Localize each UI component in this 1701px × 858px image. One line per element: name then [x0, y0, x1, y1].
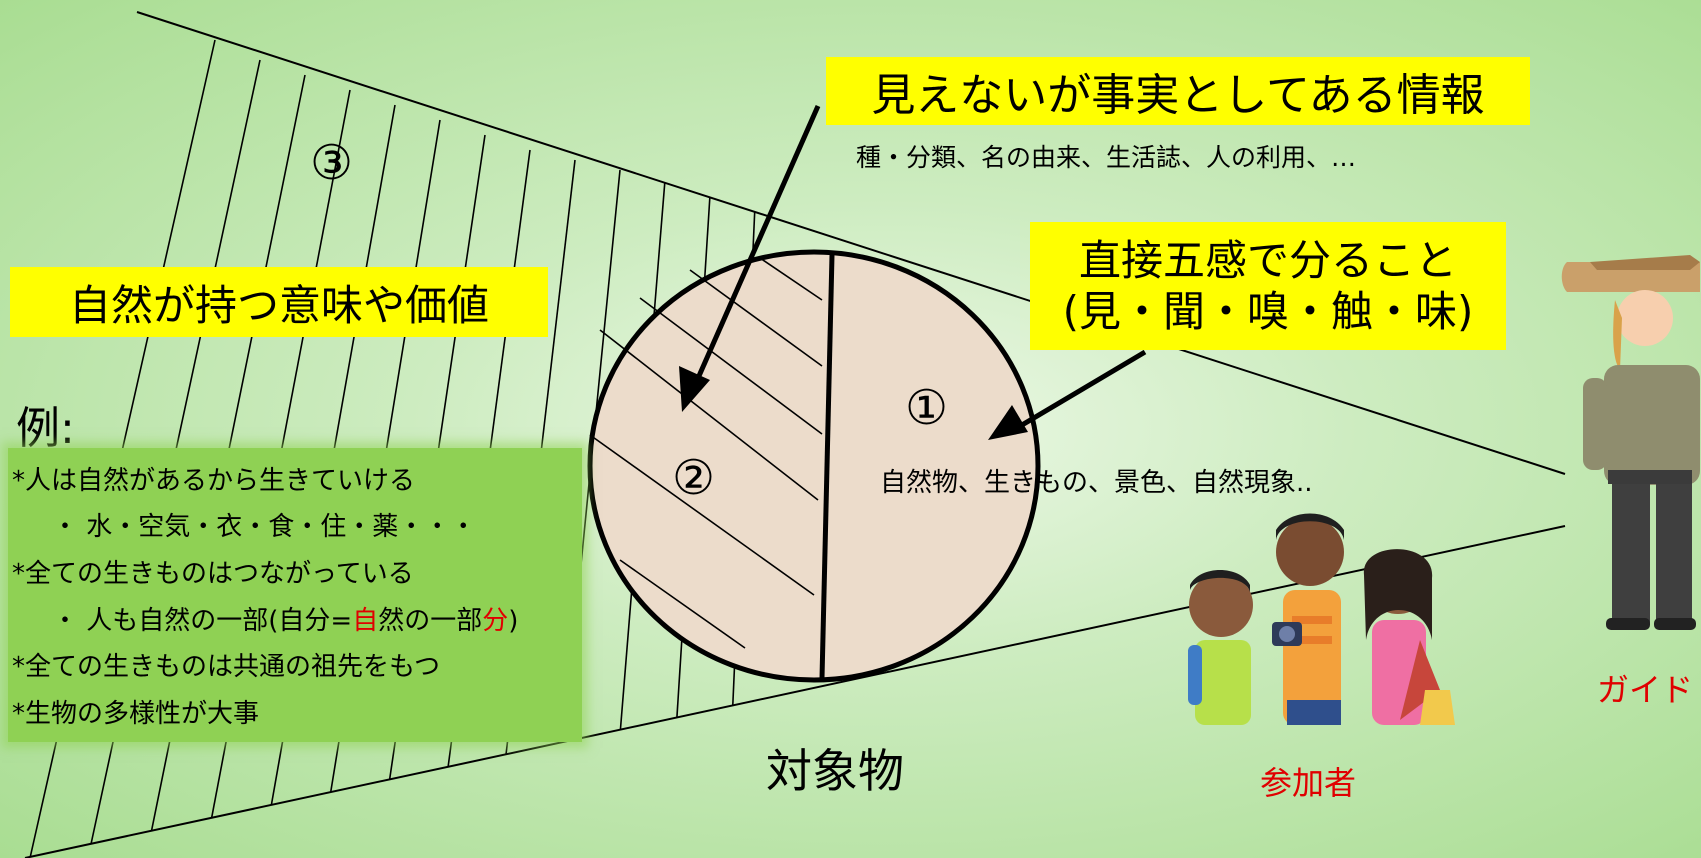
- five-senses-title-line2: (見・聞・嗅・触・味): [1062, 287, 1474, 336]
- example-line-6: *生物の多様性が大事: [12, 699, 260, 729]
- cone-upper-line: [136, 11, 1566, 475]
- example-line-4: ・ 人も自然の一部(自分=自然の一部分): [52, 600, 518, 637]
- five-senses-title-line1: 直接五感で分ること: [1078, 235, 1457, 285]
- zone-1-marker: ①: [905, 380, 949, 436]
- arrow-to-zone-1: [988, 349, 1147, 440]
- meaning-value-title: 自然が持つ意味や価値: [68, 280, 489, 330]
- object-label: 対象物: [766, 744, 904, 798]
- example-line-4-after: ): [508, 606, 519, 636]
- unseen-info-heading: 見えないが事実としてある情報: [826, 57, 1530, 125]
- example-line-4-middle: 然の一部: [378, 606, 483, 636]
- example-line-3: *全ての生きものはつながっている: [12, 559, 414, 589]
- zone-2-marker: ②: [672, 450, 716, 506]
- meaning-value-heading: 自然が持つ意味や価値: [10, 267, 548, 337]
- example-line-2: ・ 水・空気・衣・食・住・薬・・・: [52, 512, 477, 542]
- example-line-5: *全ての生きものは共通の祖先をもつ: [12, 652, 440, 682]
- guide-illustration: [1561, 255, 1700, 630]
- unseen-info-examples: 種・分類、名の由来、生活誌、人の利用、…: [856, 143, 1357, 172]
- guide-label: ガイド: [1597, 671, 1694, 709]
- five-senses-heading: 直接五感で分ること (見・聞・嗅・触・味): [1030, 222, 1506, 350]
- example-line-1: *人は自然があるから生きていける: [12, 466, 416, 496]
- five-senses-examples: 自然物、生きもの、景色、自然現象..: [880, 468, 1313, 498]
- zone-2-hatching: [589, 257, 823, 649]
- unseen-info-title: 見えないが事実としてある情報: [871, 70, 1485, 121]
- arrow-to-zone-2: [679, 104, 821, 412]
- zone-3-marker: ③: [310, 135, 354, 191]
- example-line-4-before: ・ 人も自然の一部(自分=: [52, 606, 353, 636]
- participants-label: 参加者: [1260, 764, 1357, 802]
- circle-divider: [819, 254, 835, 679]
- example-line-4-red-2: 分: [482, 606, 509, 636]
- examples-title: 例:: [16, 403, 75, 454]
- participants-illustration: [1188, 513, 1455, 725]
- example-line-4-red-1: 自: [352, 606, 379, 636]
- object-circle: [587, 249, 1041, 683]
- examples-box: *人は自然があるから生きていける ・ 水・空気・衣・食・住・薬・・・ *全ての生…: [8, 448, 582, 742]
